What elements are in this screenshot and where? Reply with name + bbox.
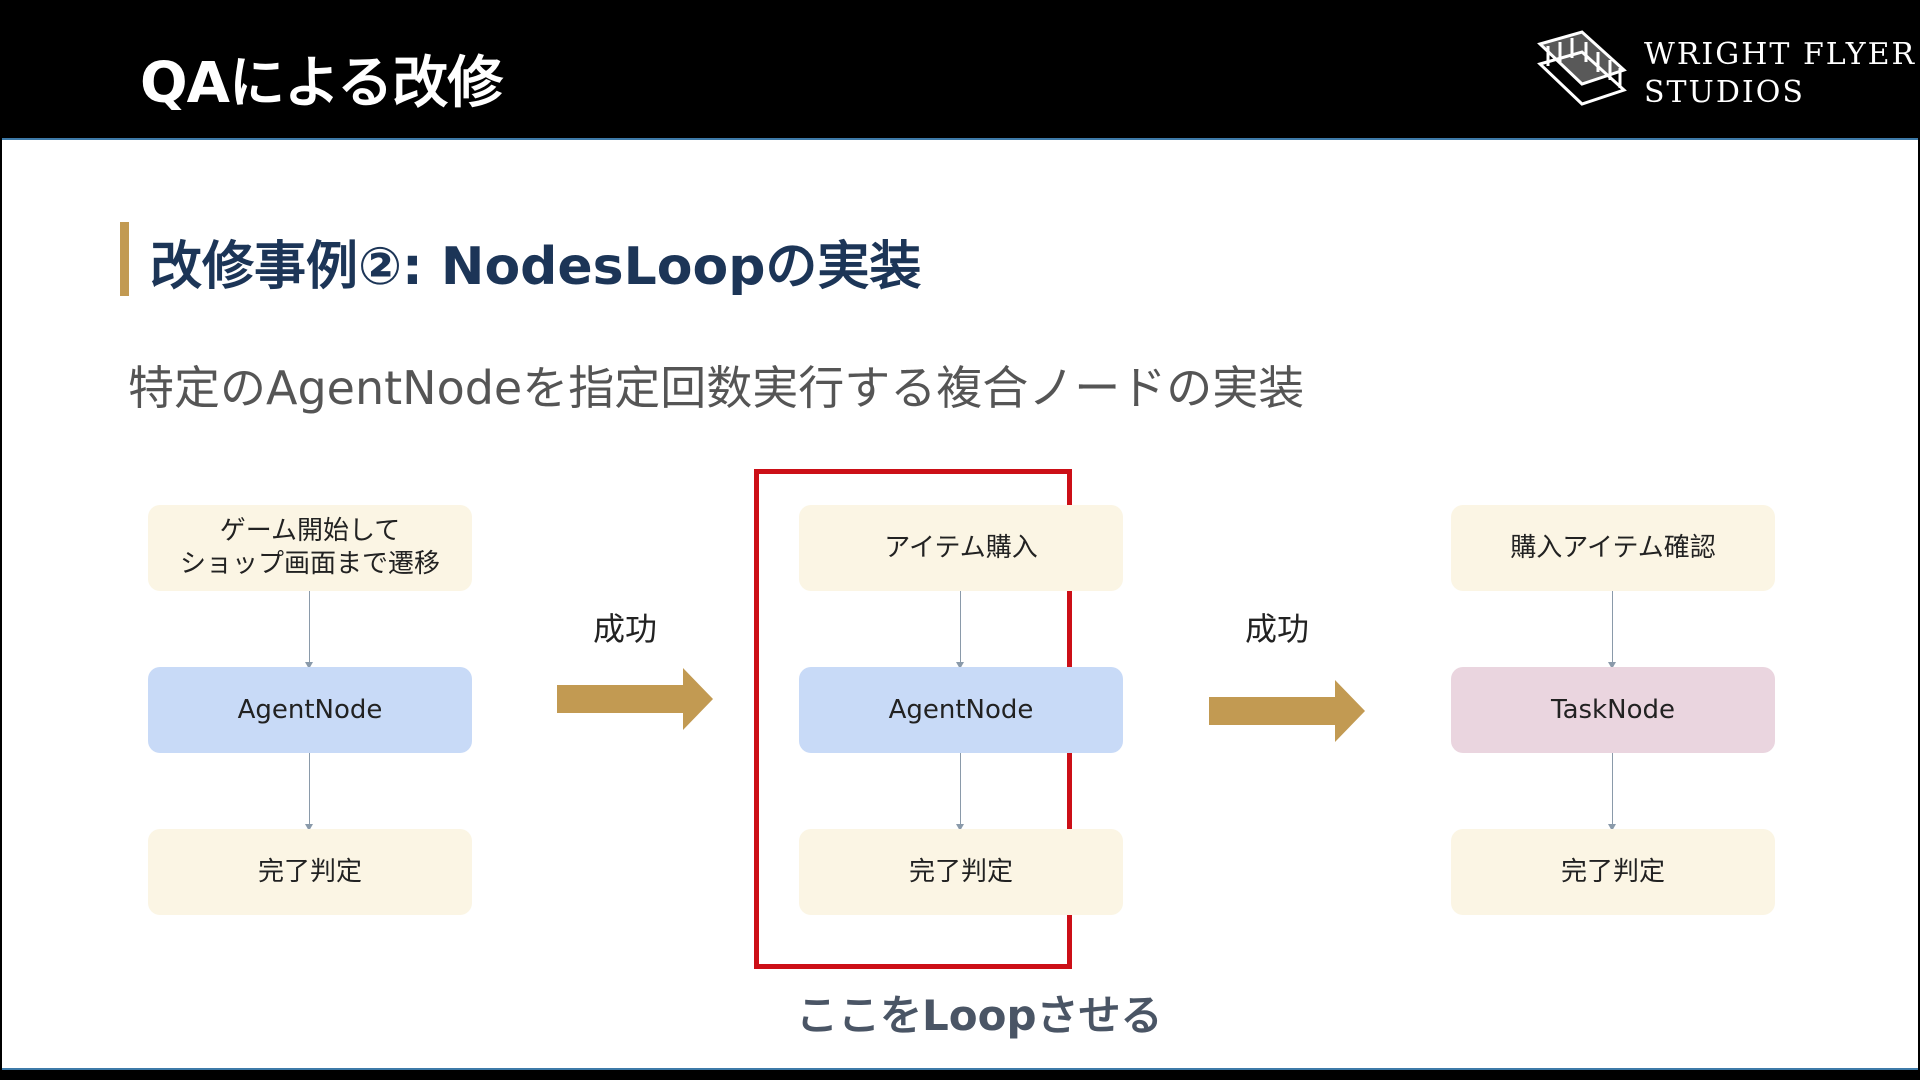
flow-connector: [956, 591, 964, 669]
flow-node-item-purchase: アイテム購入: [799, 505, 1123, 591]
flow-connector: [1608, 591, 1616, 669]
node-label: アイテム購入: [884, 532, 1038, 563]
node-label-line2: ショップ画面まで遷移: [179, 549, 440, 579]
flow-node-verify-item: 購入アイテム確認: [1451, 505, 1775, 591]
slide-subtitle: 特定のAgentNodeを指定回数実行する複合ノードの実装: [128, 361, 1305, 415]
slide-content: 改修事例②: NodesLoopの実装 特定のAgentNodeを指定回数実行す…: [2, 138, 1918, 1070]
header-bar: QAによる改修 WRIGHT FLYER STUDIOS: [0, 0, 1920, 137]
biplane-icon: [1537, 30, 1627, 106]
flow-node-completion-check: 完了判定: [148, 829, 472, 915]
node-label: 購入アイテム確認: [1510, 532, 1716, 563]
right-arrow-icon: [557, 668, 713, 730]
flow-connector: [1608, 753, 1616, 831]
transition-label-success: 成功: [593, 610, 658, 648]
flow-connector: [956, 753, 964, 831]
loop-caption: ここをLoopさせる: [796, 991, 1163, 1040]
page-title: QAによる改修: [140, 51, 503, 116]
company-logo: WRIGHT FLYER STUDIOS: [1536, 26, 1914, 116]
logo-text-line2: STUDIOS: [1644, 75, 1805, 110]
node-label: 完了判定: [1560, 856, 1665, 887]
flow-node-agentnode: AgentNode: [799, 667, 1123, 753]
flow-connector: [305, 753, 313, 831]
right-arrow-icon: [1209, 680, 1365, 742]
node-label: AgentNode: [237, 694, 383, 725]
logo-text-line1: WRIGHT FLYER: [1644, 37, 1917, 72]
flow-node-completion-check: 完了判定: [1451, 829, 1775, 915]
node-label: 完了判定: [257, 856, 362, 887]
node-label: 完了判定: [908, 856, 1013, 887]
node-label: TaskNode: [1551, 694, 1675, 725]
node-label-line1: ゲーム開始して: [219, 516, 401, 546]
flow-node-start-shop: ゲーム開始して ショップ画面まで遷移: [148, 505, 472, 591]
node-label: AgentNode: [888, 694, 1034, 725]
section-title: 改修事例②: NodesLoopの実装: [150, 237, 922, 297]
flow-node-completion-check: 完了判定: [799, 829, 1123, 915]
flow-connector: [305, 591, 313, 669]
flow-node-tasknode: TaskNode: [1451, 667, 1775, 753]
section-accent-bar: [120, 222, 129, 296]
flow-node-agentnode: AgentNode: [148, 667, 472, 753]
transition-label-success: 成功: [1245, 610, 1310, 648]
